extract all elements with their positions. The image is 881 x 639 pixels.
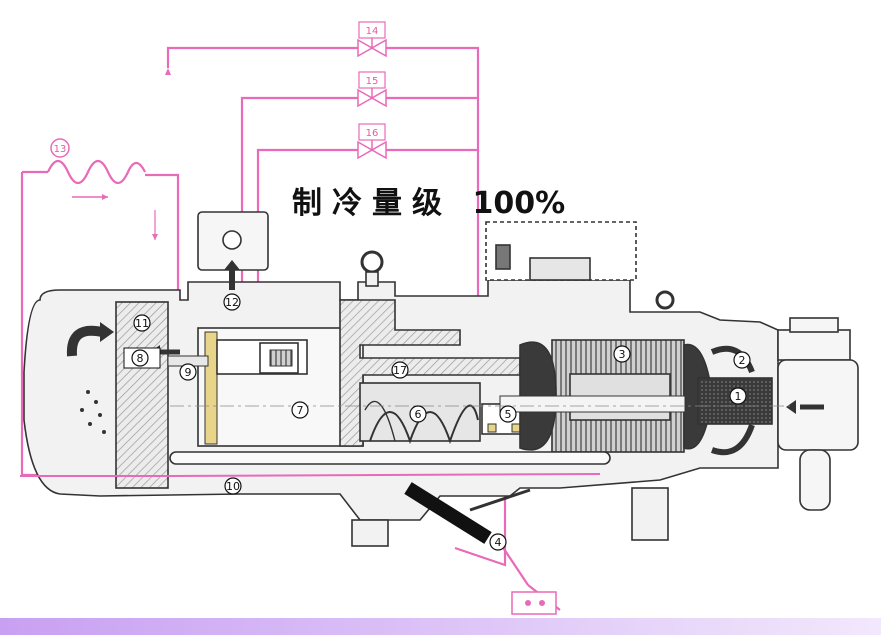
callout-6: 6 (415, 408, 422, 421)
callout-12: 12 (225, 296, 239, 309)
compressor-body (23, 211, 859, 547)
valve-15: 15 (357, 71, 387, 108)
callout-13: 13 (54, 144, 67, 155)
callout-10: 10 (226, 480, 240, 493)
callout-11: 11 (135, 317, 149, 330)
callout-4: 4 (495, 536, 502, 549)
callout-15: 15 (366, 76, 379, 87)
callouts: 1 2 3 4 5 6 7 8 9 10 11 12 17 (123, 293, 751, 551)
capacity-title: 制冷量级 100% (292, 178, 565, 222)
valve-16: 16 (357, 123, 387, 160)
callout-8: 8 (137, 352, 144, 365)
title-percent: 100% (472, 186, 566, 221)
oil-return-line (20, 473, 601, 477)
footer-gradient-bar (0, 618, 881, 635)
pressure-switch (511, 591, 557, 615)
coil-13 (46, 159, 146, 185)
callout-3: 3 (619, 348, 626, 361)
callout-2: 2 (739, 354, 746, 367)
valve-14: 14 (357, 21, 387, 58)
title-text: 制冷量级 (292, 186, 452, 221)
callout-9: 9 (185, 366, 192, 379)
callout-14: 14 (366, 26, 379, 37)
callout-1: 1 (735, 390, 742, 403)
callout-16: 16 (366, 128, 379, 139)
callout-7: 7 (297, 404, 304, 417)
callout-5: 5 (505, 408, 512, 421)
callout-17: 17 (393, 364, 407, 377)
